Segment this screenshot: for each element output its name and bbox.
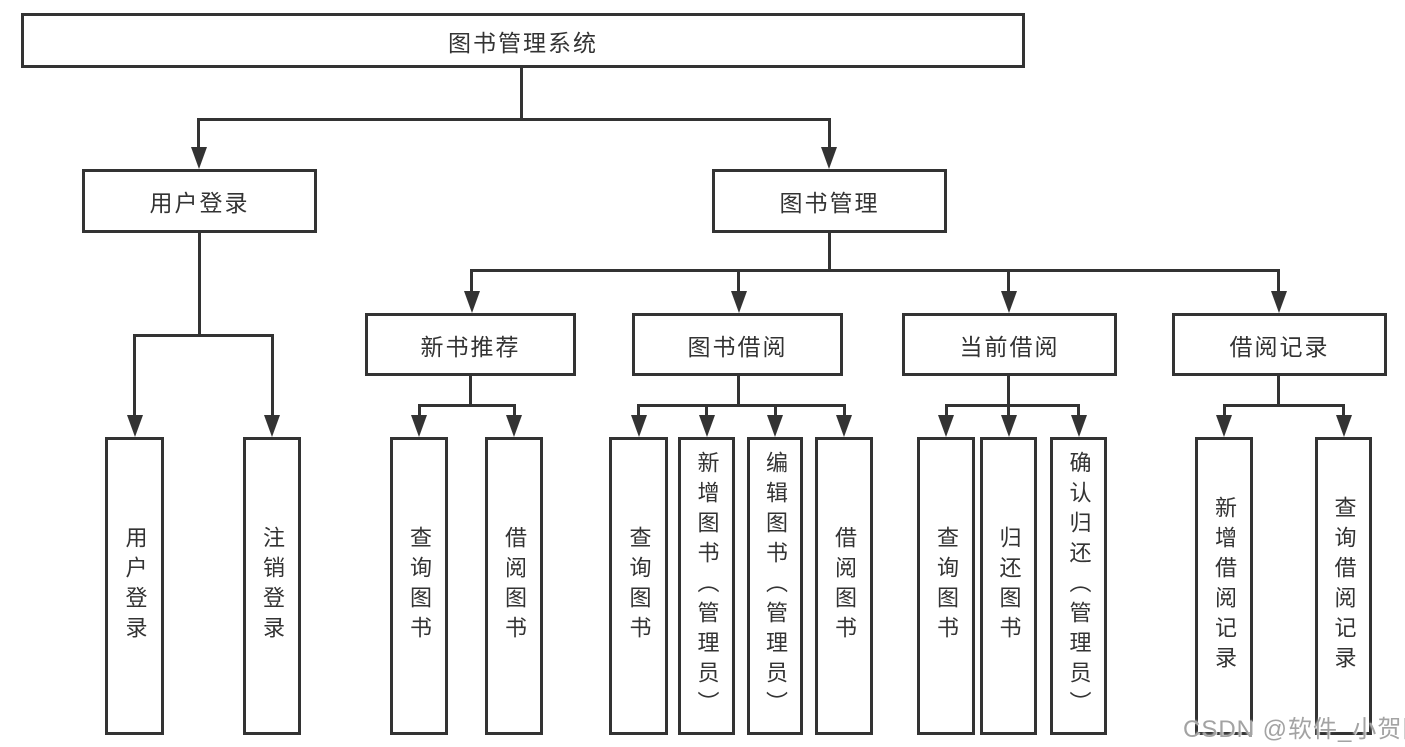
leaf-borrow-books-newbook-label: 借阅图书 bbox=[502, 526, 527, 646]
arrow-down-icon bbox=[836, 415, 852, 437]
connector-vline bbox=[945, 404, 948, 418]
leaf-user-login: 用户登录 bbox=[105, 437, 164, 735]
leaf-add-borrow-record: 新增借阅记录 bbox=[1195, 437, 1253, 735]
node-book-management-label: 图书管理 bbox=[779, 190, 880, 216]
connector-vline bbox=[1223, 404, 1226, 418]
arrow-down-icon bbox=[191, 147, 207, 169]
connector-hline bbox=[637, 404, 845, 407]
arrow-down-icon bbox=[1336, 415, 1352, 437]
connector-vline bbox=[705, 404, 708, 418]
connector-vline bbox=[843, 404, 846, 418]
leaf-query-books-borrowing-label: 查询图书 bbox=[626, 526, 652, 646]
leaf-query-books-borrowing: 查询图书 bbox=[609, 437, 668, 735]
node-borrowing-records: 借阅记录 bbox=[1172, 313, 1387, 376]
node-current-borrowing: 当前借阅 bbox=[902, 313, 1117, 376]
connector-vline bbox=[774, 404, 777, 418]
connector-vline bbox=[737, 374, 740, 407]
arrow-down-icon bbox=[1001, 415, 1017, 437]
connector-hline bbox=[945, 404, 1079, 407]
leaf-borrow-books-newbook: 借阅图书 bbox=[485, 437, 543, 735]
arrow-down-icon bbox=[821, 147, 837, 169]
arrow-down-icon bbox=[1216, 415, 1232, 437]
connector-vline bbox=[197, 118, 200, 151]
connector-vline bbox=[271, 334, 274, 419]
node-book-management: 图书管理 bbox=[712, 169, 947, 233]
arrow-down-icon bbox=[411, 415, 427, 437]
node-new-book-recommend-label: 新书推荐 bbox=[420, 333, 521, 360]
arrow-down-icon bbox=[1271, 291, 1287, 313]
arrow-down-icon bbox=[699, 415, 715, 437]
arrow-down-icon bbox=[264, 415, 280, 437]
arrow-down-icon bbox=[464, 291, 480, 313]
connector-vline bbox=[513, 404, 516, 418]
connector-vline bbox=[828, 231, 831, 272]
connector-vline bbox=[520, 66, 523, 121]
leaf-logout-label: 注销登录 bbox=[260, 526, 285, 646]
connector-vline bbox=[418, 404, 421, 418]
leaf-confirm-return-admin-label: 确认归还（管理员） bbox=[1066, 451, 1092, 721]
leaf-return-books: 归还图书 bbox=[980, 437, 1037, 735]
leaf-add-books-admin-label: 新增图书（管理员） bbox=[694, 451, 720, 721]
leaf-borrow-books-borrowing-label: 借阅图书 bbox=[832, 526, 857, 646]
node-user-login-label: 用户登录 bbox=[149, 190, 250, 216]
leaf-query-books-current-label: 查询图书 bbox=[934, 526, 959, 646]
connector-vline bbox=[1277, 269, 1280, 294]
connector-hline bbox=[1223, 404, 1345, 407]
leaf-query-books-newbook-label: 查询图书 bbox=[407, 526, 432, 646]
connector-hline bbox=[197, 118, 830, 121]
leaf-return-books-label: 归还图书 bbox=[996, 526, 1022, 646]
leaf-query-books-newbook: 查询图书 bbox=[390, 437, 448, 735]
leaf-query-books-current: 查询图书 bbox=[917, 437, 975, 735]
arrow-down-icon bbox=[938, 415, 954, 437]
connector-vline bbox=[133, 334, 136, 419]
leaf-logout: 注销登录 bbox=[243, 437, 301, 735]
arrow-down-icon bbox=[731, 291, 747, 313]
connector-hline bbox=[419, 404, 515, 407]
node-current-borrowing-label: 当前借阅 bbox=[959, 333, 1060, 360]
arrow-down-icon bbox=[506, 415, 522, 437]
leaf-user-login-label: 用户登录 bbox=[122, 526, 148, 646]
leaf-query-borrow-record-label: 查询借阅记录 bbox=[1331, 496, 1357, 676]
connector-vline bbox=[1277, 374, 1280, 407]
node-root-library-system: 图书管理系统 bbox=[21, 13, 1025, 68]
leaf-query-borrow-record: 查询借阅记录 bbox=[1315, 437, 1372, 735]
node-book-borrowing-label: 图书借阅 bbox=[687, 333, 788, 360]
node-new-book-recommend: 新书推荐 bbox=[365, 313, 576, 376]
node-borrowing-records-label: 借阅记录 bbox=[1229, 333, 1330, 360]
connector-vline bbox=[1077, 404, 1080, 418]
connector-vline bbox=[1007, 404, 1010, 418]
watermark-text: CSDN @软件_小贺同学 bbox=[1183, 716, 1405, 743]
arrow-down-icon bbox=[631, 415, 647, 437]
leaf-add-books-admin: 新增图书（管理员） bbox=[678, 437, 735, 735]
leaf-edit-books-admin: 编辑图书（管理员） bbox=[747, 437, 803, 735]
connector-hline bbox=[470, 269, 1280, 272]
connector-vline bbox=[469, 374, 472, 407]
connector-vline bbox=[737, 269, 740, 294]
node-user-login: 用户登录 bbox=[82, 169, 317, 233]
connector-vline bbox=[637, 404, 640, 418]
node-book-borrowing: 图书借阅 bbox=[632, 313, 843, 376]
arrow-down-icon bbox=[767, 415, 783, 437]
arrow-down-icon bbox=[127, 415, 143, 437]
leaf-confirm-return-admin: 确认归还（管理员） bbox=[1050, 437, 1107, 735]
connector-hline bbox=[133, 334, 273, 337]
connector-vline bbox=[1007, 269, 1010, 294]
connector-vline bbox=[470, 269, 473, 294]
arrow-down-icon bbox=[1001, 291, 1017, 313]
connector-vline bbox=[828, 118, 831, 151]
connector-vline bbox=[1007, 374, 1010, 407]
arrow-down-icon bbox=[1071, 415, 1087, 437]
leaf-borrow-books-borrowing: 借阅图书 bbox=[815, 437, 873, 735]
leaf-add-borrow-record-label: 新增借阅记录 bbox=[1212, 496, 1237, 676]
node-root-label: 图书管理系统 bbox=[448, 29, 598, 56]
connector-vline bbox=[1342, 404, 1345, 418]
connector-vline bbox=[198, 231, 201, 337]
leaf-edit-books-admin-label: 编辑图书（管理员） bbox=[763, 451, 788, 721]
